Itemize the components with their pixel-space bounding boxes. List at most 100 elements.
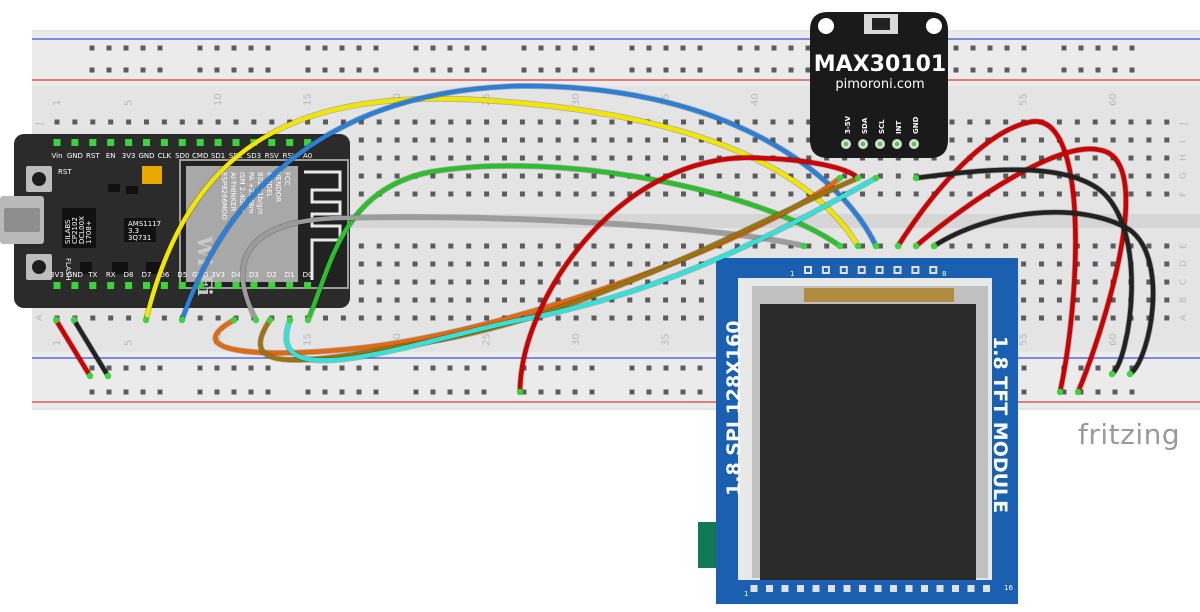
breadboard-hole — [573, 261, 579, 267]
rail-hole — [356, 67, 362, 73]
breadboard-hole — [502, 297, 507, 303]
breadboard-hole — [1039, 191, 1044, 197]
tft-pin-start: 1 — [790, 270, 794, 278]
rail-hole — [231, 389, 237, 395]
row-letter-right: F — [1179, 192, 1189, 197]
breadboard-hole — [358, 279, 364, 285]
tft-header — [750, 266, 990, 592]
rail-hole — [680, 67, 686, 73]
breadboard-hole — [412, 315, 418, 321]
rail-hole — [123, 45, 129, 51]
tft-screen[interactable] — [760, 304, 976, 580]
tft-bottom-pin — [874, 585, 882, 592]
esp-module-label: FCC — [283, 172, 291, 186]
tft-bottom-pin — [797, 585, 804, 592]
breadboard-hole — [1021, 261, 1027, 267]
breadboard-hole — [1128, 243, 1134, 249]
breadboard-hole — [645, 243, 651, 249]
breadboard-hole — [376, 243, 382, 249]
row-letter-right: I — [1179, 140, 1189, 143]
nodemcu-pin-label-top: RSV — [283, 152, 297, 160]
breadboard-hole — [698, 297, 704, 303]
row-letter-right: D — [1179, 260, 1189, 267]
breadboard-hole — [860, 191, 865, 197]
column-number-top: 60 — [1108, 93, 1119, 106]
breadboard-hole — [1164, 297, 1170, 303]
breadboard-hole — [430, 279, 436, 285]
top-power-rail — [32, 32, 1200, 86]
breadboard-hole — [770, 137, 776, 143]
breadboard-hole — [591, 315, 597, 321]
smd-component — [112, 262, 128, 274]
breadboard-hole — [806, 243, 812, 249]
breadboard-hole — [1146, 155, 1152, 161]
wire-endpoint — [836, 174, 844, 182]
jumper-wire — [284, 175, 879, 363]
nodemcu-pin-label-top: 3V3 — [122, 152, 136, 160]
rail-hole — [339, 389, 345, 395]
sensor-pin — [894, 141, 900, 147]
rst-button-cap[interactable] — [32, 172, 46, 186]
breadboard-hole — [1039, 297, 1044, 303]
tft-bottom-pin — [983, 585, 990, 592]
rail-hole — [1078, 45, 1084, 51]
esp-module-label: ESP8266MOD — [220, 172, 228, 220]
breadboard-hole — [627, 137, 633, 143]
rail-hole — [680, 389, 686, 395]
rail-hole — [464, 365, 470, 371]
rail-hole — [663, 67, 669, 73]
flash-button-cap[interactable] — [32, 260, 46, 274]
breadboard-hole — [913, 191, 919, 197]
breadboard-hole — [860, 243, 865, 249]
esp-module-label: AI-THINKER — [229, 172, 237, 212]
tft-bottom-pin — [890, 585, 897, 592]
rail-hole — [697, 365, 703, 371]
rail-hole — [214, 365, 220, 371]
breadboard-hole — [985, 243, 991, 249]
breadboard-hole — [555, 137, 561, 143]
regulator-label: AMS1117 — [128, 220, 161, 228]
breadboard-hole — [412, 191, 418, 197]
breadboard-hole — [752, 173, 758, 179]
nodemcu-pin-top — [107, 139, 115, 146]
nodemcu-pin-label-bottom: D8 — [124, 271, 134, 279]
breadboard-hole — [537, 191, 543, 197]
breadboard-hole — [985, 119, 991, 125]
wire-endpoint — [912, 242, 920, 250]
nodemcu-pin-bottom — [232, 282, 240, 289]
rail-hole — [373, 67, 379, 73]
breadboard-hole — [1074, 279, 1080, 285]
breadboard-hole — [1003, 191, 1009, 197]
breadboard-hole — [448, 137, 454, 143]
nodemcu-pin-label-bottom: 3V3 — [211, 271, 225, 279]
breadboard-hole — [1074, 137, 1080, 143]
nodemcu-pin-label-top: RST — [86, 152, 100, 160]
breadboard-hole — [1003, 137, 1009, 143]
wire-endpoint — [912, 174, 920, 182]
chip-label: 1708+ — [85, 220, 93, 244]
rail-hole — [589, 67, 595, 73]
nodemcu-pin-top — [268, 139, 276, 146]
rail-hole — [1095, 365, 1101, 371]
tft-bottom-pin-start: 1 — [744, 590, 748, 598]
row-letter-right: E — [1179, 243, 1189, 249]
breadboard-hole — [537, 297, 543, 303]
tft-pin — [895, 268, 900, 272]
breadboard-hole — [502, 191, 507, 197]
breadboard-hole — [698, 155, 704, 161]
breadboard-hole — [681, 243, 686, 249]
breadboard-hole — [448, 279, 454, 285]
nodemcu-pin-bottom — [178, 282, 186, 289]
breadboard-hole — [466, 261, 472, 267]
breadboard-hole — [1128, 119, 1134, 125]
sensor-pin-label: GND — [912, 116, 920, 134]
nodemcu-pin-label-bottom: D4 — [231, 271, 241, 279]
breadboard-hole — [537, 261, 543, 267]
nodemcu-pin-bottom — [125, 282, 133, 289]
column-number-bottom: 15 — [303, 333, 314, 346]
breadboard-hole — [1110, 173, 1116, 179]
breadboard-hole — [1056, 243, 1062, 249]
nodemcu-pin-label-bottom: D3 — [249, 271, 259, 279]
column-number-top: 10 — [213, 93, 224, 106]
breadboard-hole — [698, 173, 704, 179]
